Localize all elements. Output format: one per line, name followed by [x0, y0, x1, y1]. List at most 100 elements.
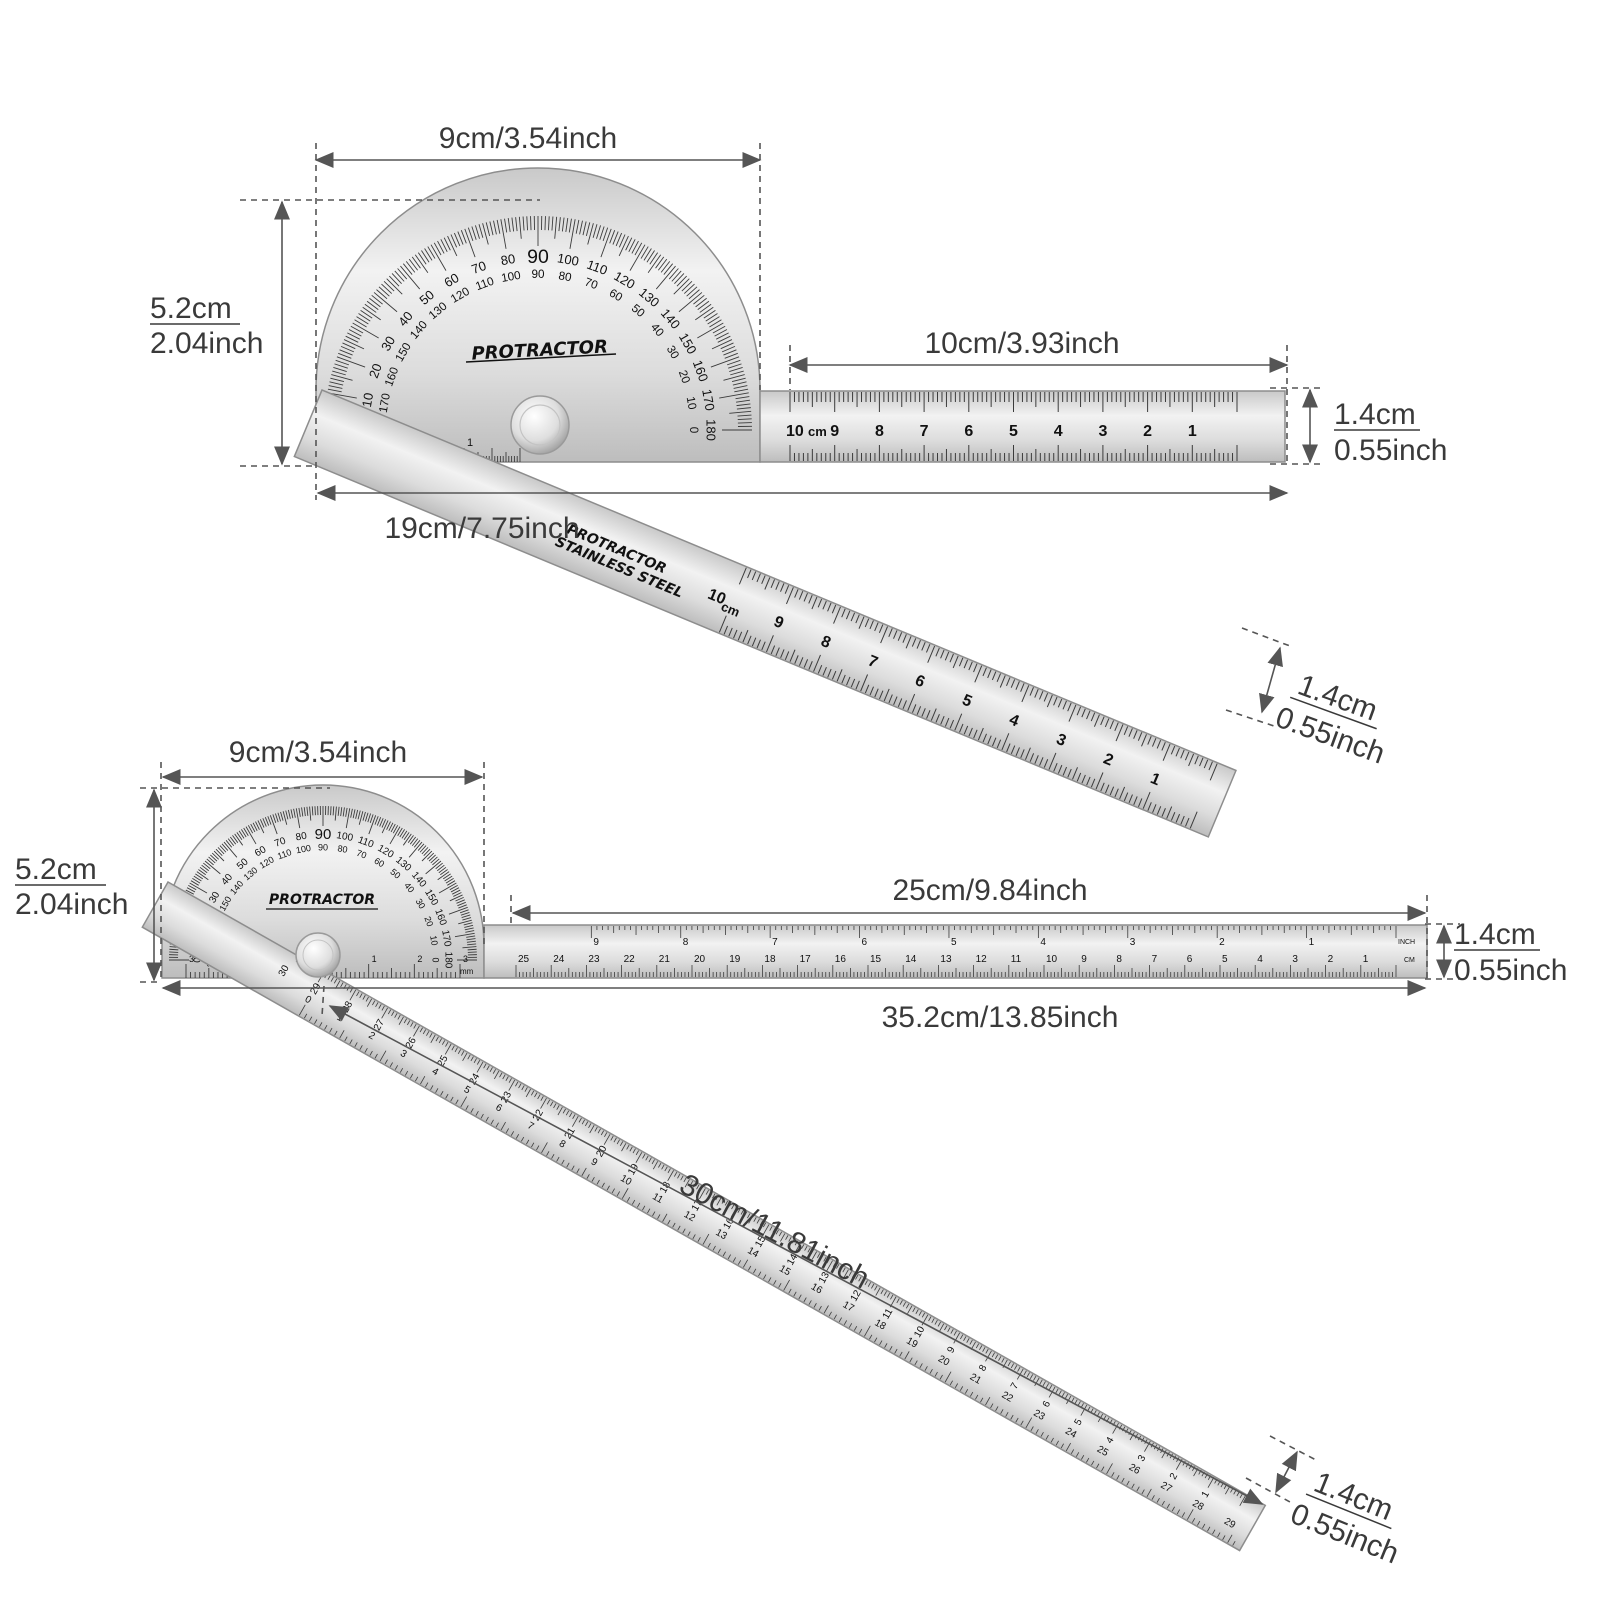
arm-tick [836, 669, 843, 682]
arm-tick [907, 693, 916, 711]
degree-tick [277, 812, 282, 822]
degree-tick [440, 869, 448, 876]
degree-tick [199, 866, 208, 874]
arm-tick [817, 664, 823, 674]
ruler-number: 10 [786, 423, 804, 440]
arm-tick [1109, 720, 1115, 730]
arm-tick [1020, 683, 1025, 692]
degree-tick [169, 948, 179, 951]
degree-label: 90 [527, 246, 549, 268]
arm-tick [733, 629, 738, 639]
arm-tick [785, 587, 794, 605]
large-dimension-guides [140, 762, 1460, 1505]
degree-tick [364, 303, 377, 313]
degree-tick [211, 852, 220, 860]
arm-inch-tick [298, 1004, 306, 1016]
degree-tick [331, 374, 353, 381]
arm-tick [751, 571, 757, 581]
degree-tick [345, 335, 359, 343]
ruler-cm-number: 24 [553, 954, 565, 965]
degree-tick [618, 235, 629, 257]
degree-tick [710, 356, 740, 368]
arm-tick [1162, 743, 1171, 761]
arm-tick [1006, 743, 1011, 753]
degree-tick [726, 359, 741, 366]
small-dimension-guides [240, 143, 1325, 727]
ruler-cm-number: 19 [729, 954, 741, 965]
degree-label: 70 [583, 276, 600, 293]
degree-tick [428, 854, 436, 862]
degree-label: 90 [315, 826, 332, 843]
degree-tick [460, 911, 470, 916]
degree-tick [397, 268, 408, 280]
degree-tick [678, 292, 703, 313]
arm-tick [963, 659, 969, 669]
large-cm-tag: CM [1404, 957, 1415, 964]
degree-tick [405, 261, 416, 273]
ruler-cm-number: 13 [940, 954, 952, 965]
arm-tick [761, 575, 766, 585]
degree-tick [221, 843, 229, 851]
degree-tick [475, 225, 480, 239]
degree-tick [728, 363, 742, 369]
arm-tick [1076, 772, 1082, 782]
arm-tick [766, 635, 774, 653]
arm-tick [963, 725, 969, 735]
small-protractor: 0102030405060708090100110120130140150160… [150, 122, 1447, 838]
degree-tick [575, 219, 580, 234]
degree-tick [339, 349, 353, 356]
arm-tick [846, 676, 851, 686]
degree-tick [459, 909, 469, 914]
base-label: 1 [372, 954, 377, 964]
degree-tick [430, 856, 438, 864]
arm-tick [1086, 710, 1091, 720]
arm-tick [1100, 782, 1105, 792]
arm-tick [1123, 726, 1129, 735]
degree-tick [735, 399, 750, 403]
degree-tick [711, 339, 733, 350]
ruler-number: 9 [830, 423, 839, 440]
arm-tick [1170, 745, 1176, 755]
degree-label: 180 [704, 419, 719, 441]
degree-tick [612, 231, 619, 245]
small-ruler-width-inch: 0.55inch [1334, 434, 1447, 467]
arm-tick [930, 708, 937, 721]
arm-tick [1057, 698, 1063, 708]
degree-tick [634, 242, 643, 256]
degree-tick [615, 232, 623, 247]
degree-tick [342, 807, 345, 817]
degree-tick [485, 222, 491, 237]
arm-tick [1021, 685, 1030, 703]
degree-tick [208, 856, 216, 864]
degree-tick [342, 342, 356, 350]
degree-tick [430, 244, 447, 271]
degree-label: 100 [500, 269, 522, 285]
degree-tick [195, 873, 204, 880]
degree-tick [392, 825, 399, 834]
degree-tick [660, 261, 671, 273]
ruler-number: 5 [1009, 423, 1018, 440]
degree-label: 160 [432, 908, 448, 928]
degree-tick [358, 313, 371, 322]
degree-tick [285, 810, 289, 820]
ruler-cm-number: 18 [764, 954, 776, 965]
pivot-knob-icon [295, 932, 341, 978]
arm-tick [958, 657, 964, 667]
arm-inch-tick [1217, 1532, 1221, 1538]
degree-tick [554, 216, 558, 239]
degree-label: 160 [382, 365, 401, 388]
arm-tick [764, 577, 771, 590]
ruler-cm-number: 3 [1292, 954, 1298, 965]
degree-tick [461, 914, 471, 919]
degree-tick [185, 889, 195, 895]
degree-label: 100 [336, 830, 355, 844]
ruler-number: 6 [964, 423, 973, 440]
degree-tick [219, 845, 227, 853]
degree-tick [362, 811, 366, 821]
arm-tick [992, 737, 997, 747]
degree-tick [388, 822, 394, 832]
arm-tick [794, 655, 799, 664]
degree-label: 80 [557, 269, 573, 284]
degree-tick [466, 940, 476, 943]
arm-tick [952, 655, 959, 669]
